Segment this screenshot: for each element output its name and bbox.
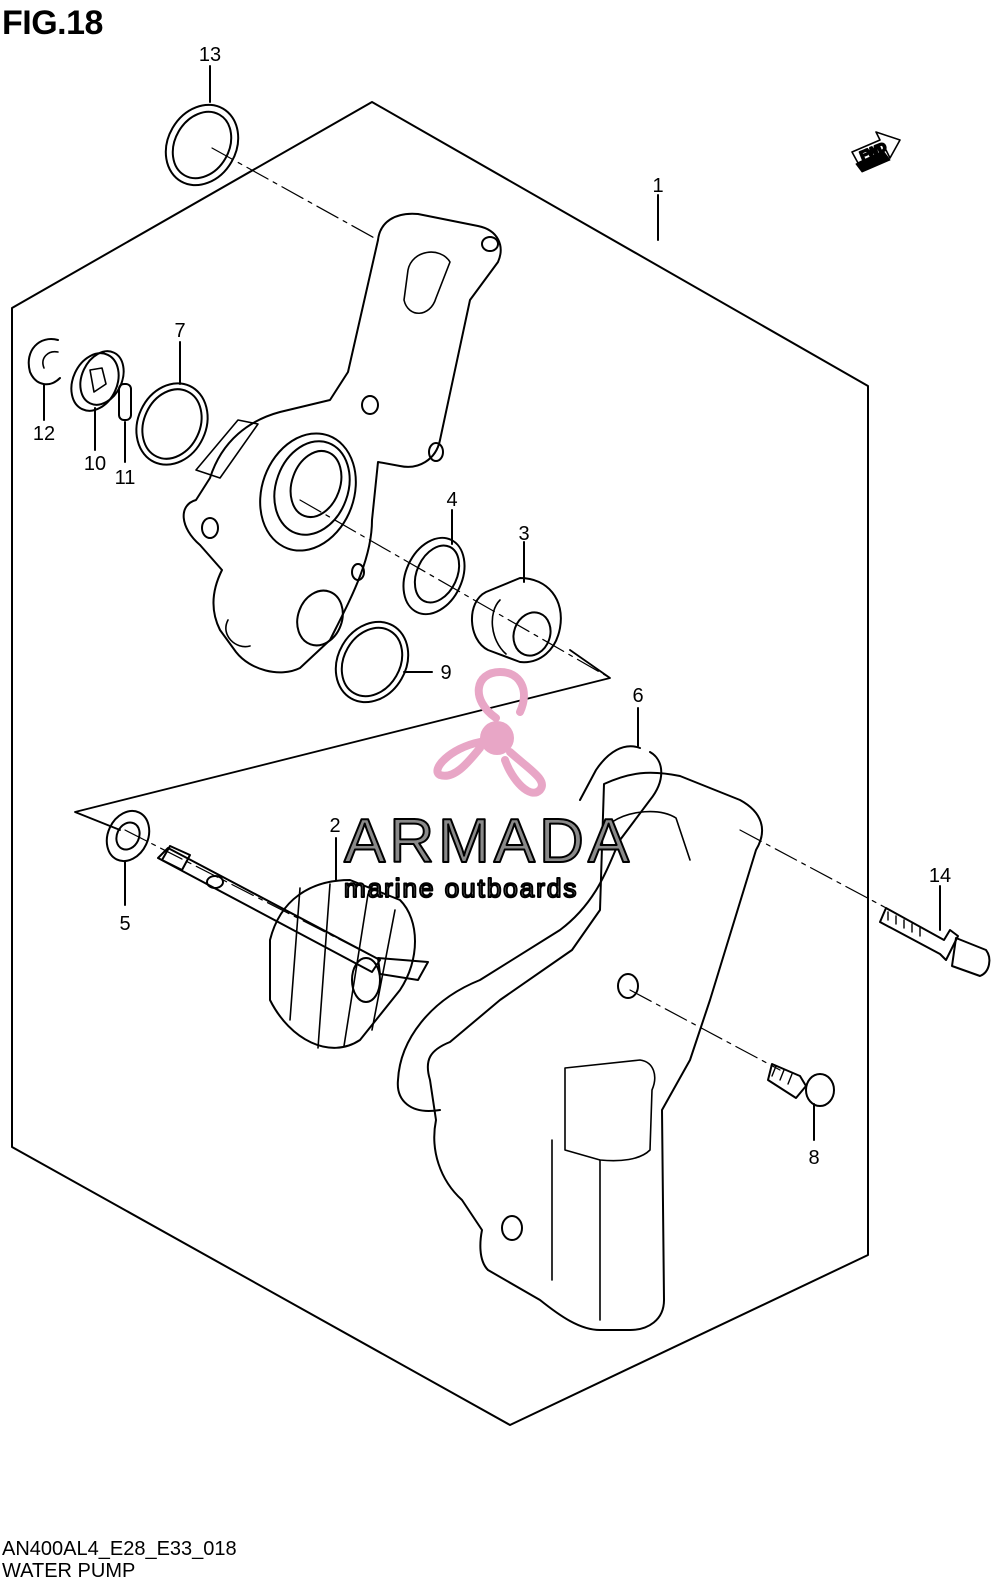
bolt-14: [879, 907, 991, 977]
washer-5: [105, 809, 151, 863]
callout-12: 12: [33, 423, 55, 445]
callout-1: 1: [652, 175, 663, 197]
watermark-name: ARMADA: [344, 807, 633, 876]
callout-5: 5: [119, 913, 130, 935]
callout-9: 9: [440, 662, 451, 684]
pump-cover-lower: [426, 771, 764, 1331]
callout-labels: 1 2 3 4 5 6 7 8 9 10 11 12 13 14: [33, 44, 951, 1169]
callout-3: 3: [518, 523, 529, 545]
pump-housing-upper: [182, 212, 502, 674]
armada-propeller-logo: [433, 668, 546, 797]
mechanical-seal-3: [471, 577, 562, 664]
callout-11: 11: [115, 467, 136, 489]
bolt-8: [767, 1063, 835, 1107]
o-ring-13: [164, 103, 240, 187]
center-lines: [124, 147, 891, 1071]
group-divider-line: [74, 649, 611, 831]
assembly-boundary: [11, 101, 869, 1426]
fwd-arrow-badge: FWD: [851, 131, 901, 173]
diagram-caption: WATER PUMP: [2, 1560, 136, 1582]
callout-6: 6: [632, 685, 643, 707]
oil-seal-4: [402, 536, 466, 616]
impeller-shaft-2: [157, 845, 429, 1049]
callout-7: 7: [174, 320, 185, 342]
coupling-10: [70, 350, 125, 412]
callout-8: 8: [808, 1147, 819, 1169]
diagram-code: AN400AL4_E28_E33_018: [2, 1538, 237, 1560]
callout-10: 10: [84, 453, 106, 475]
callout-13: 13: [199, 44, 221, 66]
pin-11: [118, 383, 132, 421]
e-clip-12: [27, 338, 61, 386]
watermark-tagline: marine outboards: [344, 873, 578, 903]
callout-2: 2: [329, 815, 340, 837]
gasket-6: [396, 745, 663, 1112]
figure-title: FIG.18: [2, 4, 103, 42]
o-ring-7: [135, 382, 209, 466]
callout-4: 4: [446, 489, 457, 511]
o-ring-9: [334, 620, 410, 704]
callout-14: 14: [929, 865, 951, 887]
